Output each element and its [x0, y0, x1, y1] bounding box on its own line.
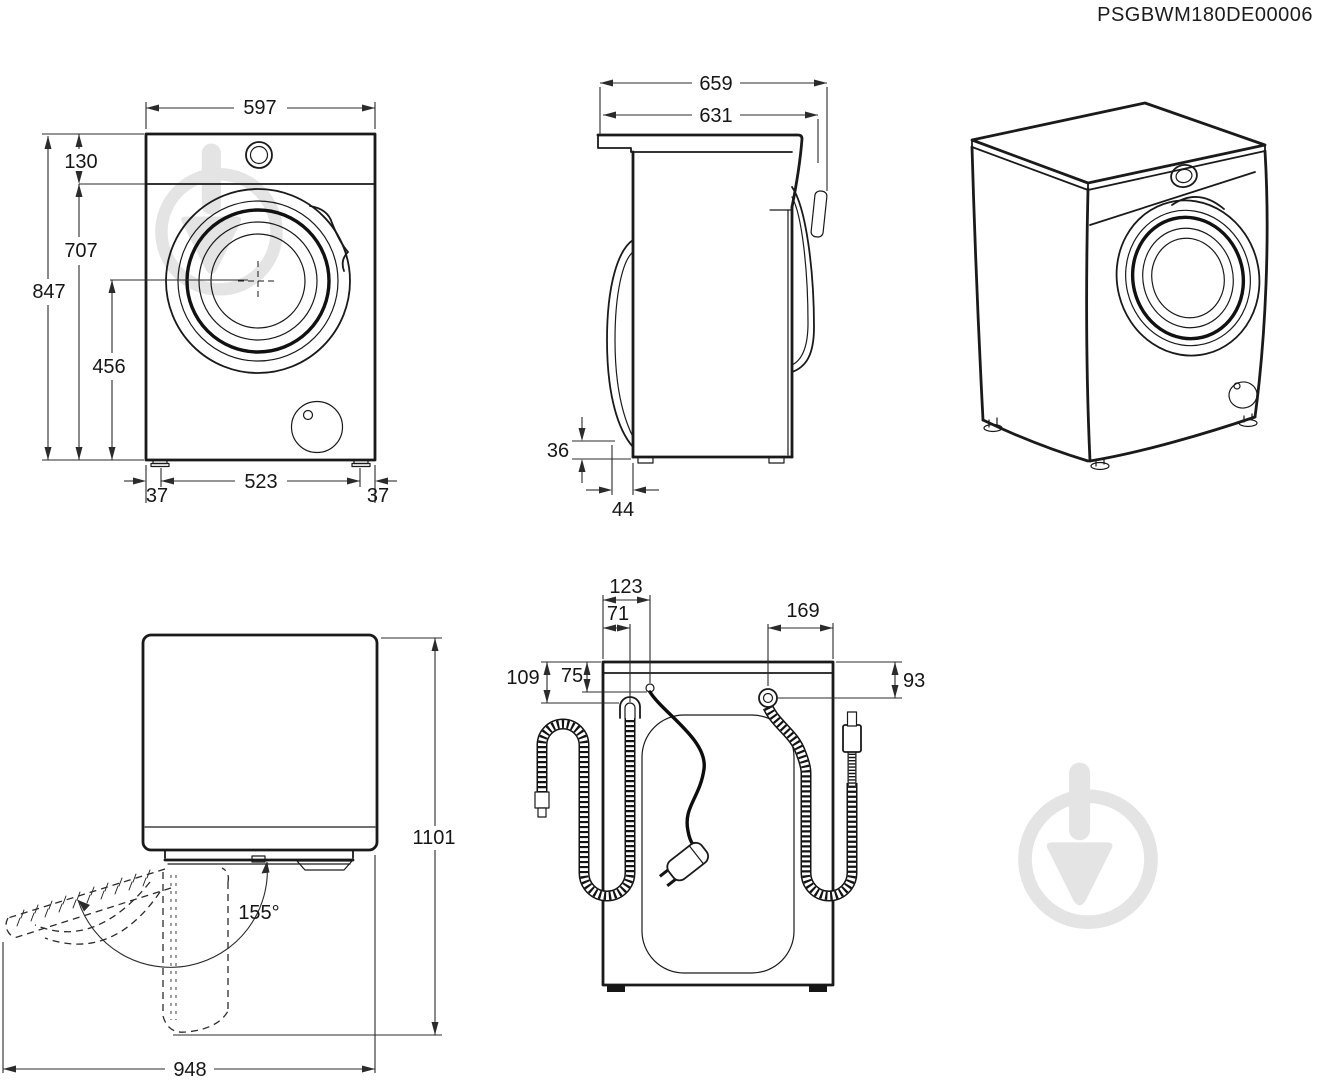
foot — [809, 985, 827, 992]
side-machine-outline — [596, 133, 828, 464]
door-handle-contour — [1171, 196, 1225, 210]
drain-filter-cap — [290, 400, 344, 454]
dim-label-1101: 1101 — [412, 827, 455, 849]
top-view-open-door-drawing: 155° 1101 948 — [2, 633, 456, 1080]
dim-label-631: 631 — [699, 105, 732, 127]
perspective-machine — [970, 101, 1269, 471]
dim-label-36: 36 — [547, 440, 569, 462]
inlet-hose — [758, 688, 862, 902]
program-dial — [1170, 163, 1198, 189]
dim-label-37-left: 37 — [146, 485, 168, 507]
side-view-drawing: 659 631 36 44 — [547, 73, 828, 521]
door — [165, 188, 351, 374]
dim-label-523: 523 — [244, 471, 277, 493]
dim-label-130: 130 — [64, 151, 97, 173]
back-view-drawing: 123 71 169 109 — [506, 576, 925, 992]
back-machine-outline — [601, 660, 835, 992]
dim-panel-130: 130 — [64, 134, 98, 184]
perspective-view-drawing — [970, 101, 1269, 471]
door-handle-top — [296, 860, 353, 871]
dim-label-155deg: 155° — [238, 902, 279, 924]
dim-label-71: 71 — [607, 603, 629, 625]
dim-width-open-948: 948 — [2, 855, 376, 1080]
feet — [150, 459, 371, 468]
dim-label-948: 948 — [173, 1059, 206, 1080]
rear-panel-bulge — [606, 239, 634, 448]
inlet-hose-outlet — [758, 688, 778, 708]
front-view-drawing: 597 847 130 707 — [32, 97, 397, 507]
drain-filter-cap — [1228, 381, 1258, 409]
dim-label-659: 659 — [699, 73, 732, 95]
dim-93: 93 — [778, 661, 925, 699]
door-profile — [791, 186, 815, 373]
power-cable — [645, 683, 709, 887]
watermark-logo — [983, 750, 1193, 960]
power-plug — [658, 841, 709, 887]
feet — [983, 413, 1258, 471]
drain-hose-connector — [534, 791, 550, 809]
dim-label-75: 75 — [561, 665, 583, 687]
dim-123: 123 — [602, 576, 651, 683]
dim-rear-36: 36 — [547, 417, 631, 483]
dim-depth-631: 631 — [603, 105, 819, 163]
back-panel-recess — [641, 714, 795, 974]
dim-label-597: 597 — [243, 97, 276, 119]
door-handle-profile — [810, 190, 828, 238]
dim-75: 75 — [561, 662, 647, 693]
top-machine-outline — [141, 633, 379, 871]
dim-label-44: 44 — [612, 499, 634, 521]
dim-height-847: 847 — [32, 133, 144, 461]
dim-rear-44: 44 — [586, 445, 659, 521]
front-machine-outline — [79, 132, 377, 468]
dim-label-707: 707 — [64, 240, 97, 262]
dim-label-37-right: 37 — [367, 485, 389, 507]
dim-body-707: 707 — [64, 184, 98, 460]
dim-label-847: 847 — [32, 281, 65, 303]
open-door-dashed — [5, 867, 230, 1033]
door — [1115, 199, 1261, 357]
open-door-hatching — [16, 869, 151, 927]
watermark-shield-icon — [1018, 763, 1158, 929]
dim-label-109: 109 — [506, 667, 539, 689]
dim-center-456: 456 — [92, 279, 248, 460]
inlet-hose-connector — [842, 724, 862, 753]
dim-label-169: 169 — [786, 600, 819, 622]
dim-71: 71 — [603, 603, 631, 702]
dim-feet-523-37: 523 37 37 — [124, 465, 397, 507]
door-handle-contour — [309, 205, 349, 272]
dim-label-93: 93 — [903, 670, 925, 692]
control-panel-edge — [1089, 171, 1256, 226]
dim-109: 109 — [506, 661, 619, 704]
dim-width-597: 597 — [145, 97, 376, 129]
dim-depth-659: 659 — [599, 73, 828, 191]
dim-label-123: 123 — [609, 576, 642, 598]
dim-depth-open-1101: 1101 — [173, 637, 456, 1036]
program-dial — [245, 141, 273, 169]
dim-angle-155: 155° — [77, 861, 280, 968]
dim-label-456: 456 — [92, 356, 125, 378]
foot — [607, 985, 625, 992]
drain-hose — [534, 696, 641, 902]
document-code: PSGBWM180DE00006 — [1097, 4, 1313, 26]
dim-169: 169 — [767, 600, 834, 686]
